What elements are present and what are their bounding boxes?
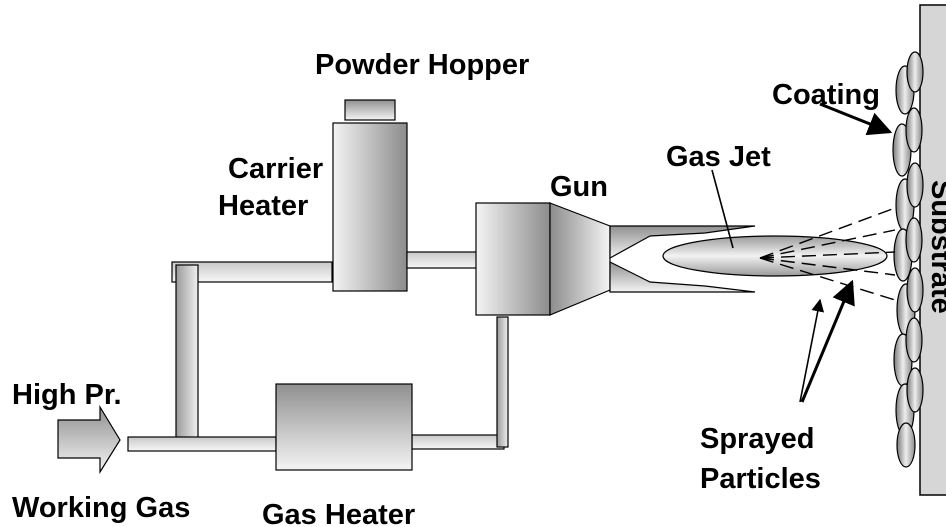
sprayed-particles-label-line2: Particles bbox=[700, 463, 821, 495]
carrier-heater bbox=[332, 122, 408, 292]
carrier-heater-label-line2: Heater bbox=[218, 190, 308, 222]
gas-jet bbox=[662, 235, 888, 277]
pointer-arrows bbox=[711, 102, 893, 403]
sprayed-particles-label-line1: Sprayed bbox=[700, 423, 814, 455]
substrate-label: Substrate bbox=[925, 180, 946, 314]
working-gas-label: Working Gas bbox=[12, 492, 190, 524]
gas-heater-label: Gas Heater bbox=[262, 499, 415, 527]
gas-heater bbox=[275, 383, 413, 471]
coating-splats bbox=[892, 51, 924, 468]
carrier-heater-label-line1: Carrier bbox=[228, 153, 323, 185]
gun bbox=[475, 202, 756, 316]
gun-label: Gun bbox=[550, 171, 608, 203]
high-pressure-label: High Pr. bbox=[12, 379, 122, 411]
powder-hopper-label: Powder Hopper bbox=[315, 49, 529, 81]
powder-hopper bbox=[344, 99, 396, 121]
spray-lines bbox=[759, 207, 896, 301]
coating-label: Coating bbox=[772, 79, 880, 111]
gas-jet-label: Gas Jet bbox=[666, 141, 771, 173]
inlet-arrow bbox=[57, 404, 121, 475]
